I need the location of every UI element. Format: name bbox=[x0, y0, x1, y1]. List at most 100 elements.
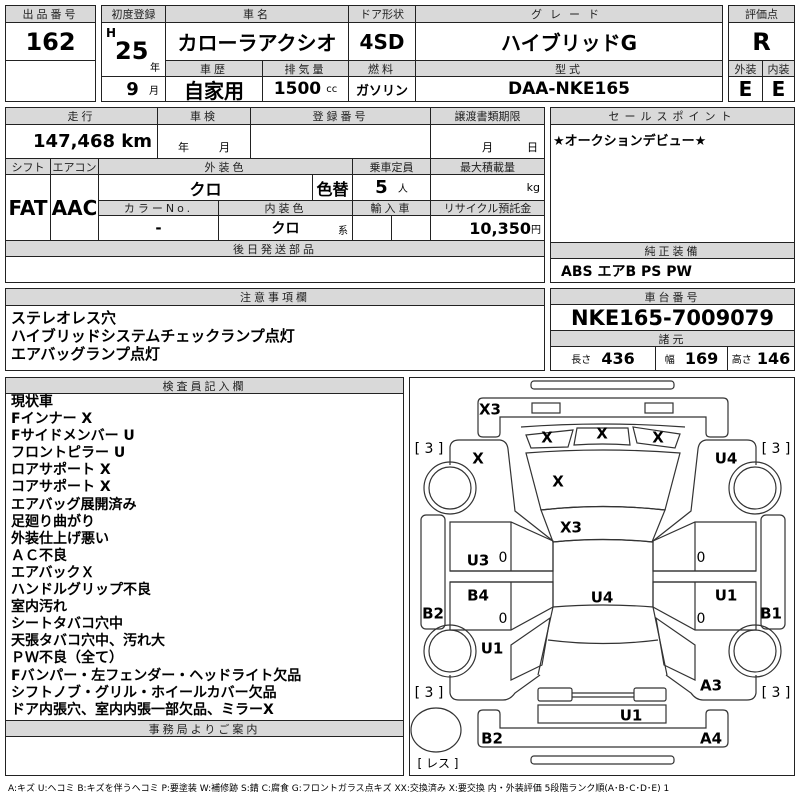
door-type: 4SD bbox=[348, 22, 416, 61]
note-line: エアバッグランプ点灯 bbox=[11, 345, 160, 363]
trunk-lid bbox=[537, 704, 667, 724]
lot-label: 出品番号 bbox=[5, 5, 96, 23]
mark-left-sill: B2 bbox=[422, 605, 444, 623]
max-load: kg bbox=[430, 174, 545, 201]
inspector-line: シフトノブ・グリル・ホイールカバー欠品 bbox=[11, 684, 277, 701]
car-name-label: 車名 bbox=[165, 5, 349, 23]
front-bar bbox=[530, 380, 675, 390]
reg-month: 9 bbox=[126, 78, 139, 100]
fog-light-right bbox=[644, 402, 674, 414]
mark-front-bumper: X3 bbox=[479, 401, 501, 419]
right-rear-door bbox=[652, 581, 757, 631]
reg-no-label: 登録番号 bbox=[250, 107, 431, 125]
inspector-line: ハンドルグリップ不良 bbox=[11, 582, 151, 599]
sales-point-label: セールスポイント bbox=[550, 107, 795, 125]
inspector-line: エアバックＸ bbox=[11, 564, 95, 581]
inspector-line: 足廻り曲がり bbox=[11, 513, 95, 530]
mark-hood: X bbox=[552, 473, 564, 491]
lot-empty bbox=[5, 60, 96, 102]
ext-score: E bbox=[728, 76, 763, 102]
office-label: 事務局よりご案内 bbox=[5, 720, 404, 737]
transfer-label: 譲渡書類期限 bbox=[430, 107, 545, 125]
transfer-month-unit: 月 bbox=[482, 141, 493, 154]
import-cell-1 bbox=[352, 215, 392, 241]
inspector-line: コアサポート X bbox=[11, 479, 111, 496]
mark-grille: X bbox=[596, 425, 608, 443]
displacement: 1500 bbox=[273, 79, 322, 99]
grade-label: グレード bbox=[415, 5, 723, 23]
inspector-line: Fサイドメンバー U bbox=[11, 428, 135, 445]
int-score-label: 内装 bbox=[762, 60, 795, 77]
tire-front-right: [ 3 ] bbox=[762, 441, 791, 457]
taillight-right bbox=[633, 687, 667, 702]
specs-label: 諸元 bbox=[550, 330, 795, 347]
history: 自家用 bbox=[165, 76, 263, 102]
equipment-label: 純正装備 bbox=[550, 242, 795, 259]
capacity: 5 bbox=[375, 177, 388, 198]
ac: AAC bbox=[50, 174, 99, 241]
note-line: ハイブリッドシステムチェックランプ点灯 bbox=[11, 327, 295, 345]
height-cell: 高さ 146 bbox=[727, 346, 795, 371]
mark-right-front-fender: U4 bbox=[715, 450, 738, 468]
right-front-fender bbox=[652, 439, 757, 542]
inspector-line: Fバンパー・左フェンダー・ヘッドライト欠品 bbox=[11, 667, 302, 684]
chassis-label: 車台番号 bbox=[550, 288, 795, 305]
int-score: E bbox=[762, 76, 795, 102]
mark-left-front-door-0: 0 bbox=[499, 550, 508, 566]
rear-garnish bbox=[572, 692, 634, 698]
mileage-label: 走行 bbox=[5, 107, 158, 125]
recycle: 10,350 bbox=[469, 218, 531, 238]
int-color-cell: クロ系 bbox=[218, 215, 353, 241]
model-label: 型式 bbox=[415, 60, 723, 77]
recycle-label: リサイクル預託金 bbox=[430, 200, 545, 216]
transfer-day-unit: 日 bbox=[527, 141, 538, 154]
mark-cowl: X3 bbox=[560, 519, 582, 537]
color-no: - bbox=[98, 215, 219, 241]
shift: FAT bbox=[5, 174, 51, 241]
capacity-label: 乗車定員 bbox=[352, 158, 431, 175]
transfer-cell: 月日 bbox=[430, 124, 545, 159]
cc-unit: cc bbox=[326, 83, 338, 95]
model: DAA-NKE165 bbox=[415, 76, 723, 102]
mark-rear-bumper-right: A4 bbox=[700, 730, 722, 748]
import-label: 輸入車 bbox=[352, 200, 431, 216]
mark-left-rear-door-0: 0 bbox=[499, 611, 508, 627]
int-color-suffix: 系 bbox=[338, 226, 348, 237]
rear-bar bbox=[530, 755, 675, 765]
inspector-line: エアバッグ展開済み bbox=[11, 496, 137, 513]
fuel-label: 燃料 bbox=[348, 60, 416, 77]
diagram-frame bbox=[409, 377, 795, 776]
height-label: 高さ bbox=[731, 355, 752, 366]
inspector-label: 検査員記入欄 bbox=[5, 377, 404, 394]
ac-label: エアコン bbox=[50, 158, 99, 175]
recycle-unit: 円 bbox=[531, 224, 541, 236]
mark-trunk: U1 bbox=[620, 707, 643, 725]
mark-roof: U4 bbox=[591, 589, 614, 607]
inspector-line: ＰＷ不良（全て） bbox=[11, 650, 123, 667]
int-color-label: 内装色 bbox=[218, 200, 353, 216]
inspector-line: 天張タバコ穴中、汚れ大 bbox=[11, 633, 165, 650]
mark-right-sill: B1 bbox=[760, 605, 782, 623]
notes: ステレオレス穴 ハイブリッドシステムチェックランプ点灯 エアバッグランプ点灯 bbox=[5, 305, 545, 371]
notes-label: 注意事項欄 bbox=[5, 288, 545, 306]
wheels bbox=[410, 461, 782, 753]
headlight-right bbox=[632, 426, 681, 449]
inspector-line: Fインナー X bbox=[11, 411, 93, 428]
mark-left-front-door: U3 bbox=[467, 552, 490, 570]
equipment: ABS エアB PS PW bbox=[550, 258, 795, 283]
width-cell: 幅 169 bbox=[655, 346, 728, 371]
mark-left-rear-fender: U1 bbox=[481, 640, 504, 658]
tire-front-left: [ 3 ] bbox=[415, 441, 444, 457]
inspection-cell: 年月 bbox=[157, 124, 251, 159]
mark-right-rear-door: U1 bbox=[715, 587, 738, 605]
rear-glass bbox=[537, 606, 668, 676]
length-cell: 長さ 436 bbox=[550, 346, 656, 371]
right-rear-quarter bbox=[655, 616, 696, 681]
car-name: カローラアクシオ bbox=[165, 22, 349, 61]
ext-color-label: 外装色 bbox=[98, 158, 353, 175]
length-label: 長さ bbox=[571, 355, 592, 366]
sales-point: ★オークションデビュー★ bbox=[550, 124, 795, 243]
import-cell-2 bbox=[391, 215, 431, 241]
